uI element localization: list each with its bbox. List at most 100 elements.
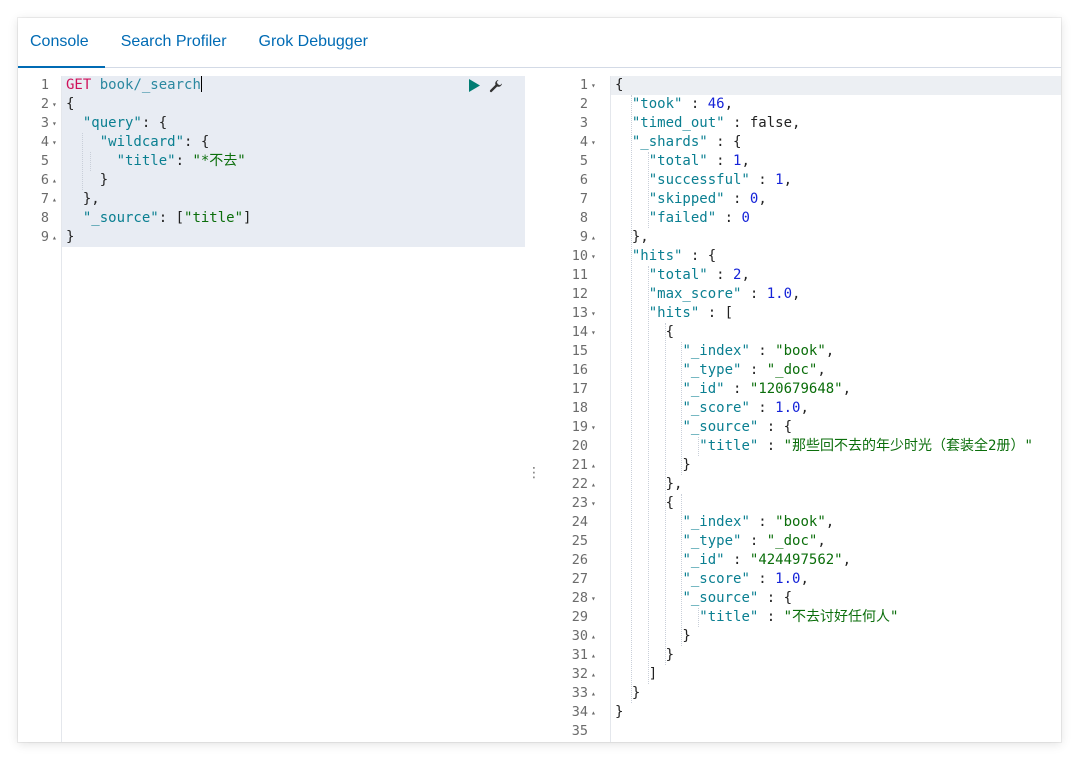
response-line[interactable]: "_id" : "424497562", [682,552,852,568]
fold-collapse-icon[interactable]: ▾ [591,423,596,432]
request-path: book/_search [99,77,201,93]
fold-expand-icon[interactable]: ▴ [52,195,57,204]
response-line[interactable]: "_index" : "book", [682,514,835,530]
fold-expand-icon[interactable]: ▴ [591,480,596,489]
fold-expand-icon[interactable]: ▴ [591,461,596,470]
response-code[interactable]: { "took" : 46, "timed_out" : false, "_sh… [611,76,1061,742]
response-line[interactable]: "_type" : "_doc", [682,362,826,378]
fold-expand-icon[interactable]: ▴ [591,670,596,679]
line-number: 8 [579,210,588,226]
response-line[interactable]: "took" : 46, [631,96,734,112]
request-selection [62,76,525,247]
request-line[interactable]: } [66,172,109,188]
response-line[interactable]: "_score" : 1.0, [682,400,809,416]
fold-collapse-icon[interactable]: ▾ [591,138,596,147]
response-active-line [611,76,1061,95]
fold-expand-icon[interactable]: ▴ [52,176,57,185]
line-number: 29 [571,609,588,625]
pane-resize-handle[interactable]: ⋮ [527,465,541,481]
request-line[interactable]: "wildcard": { [99,134,210,150]
request-line[interactable]: "query": { [82,115,168,131]
fold-collapse-icon[interactable]: ▾ [591,252,596,261]
response-line[interactable]: "_type" : "_doc", [682,533,826,549]
response-line[interactable]: { [615,495,675,511]
line-number: 31 [571,647,588,663]
line-number: 17 [571,381,588,397]
line-number: 7 [40,191,49,207]
response-line[interactable]: "title" : "那些回不去的年少时光（套装全2册）" [699,438,1033,454]
line-number: 24 [571,514,588,530]
response-line[interactable]: "failed" : 0 [648,210,750,226]
fold-collapse-icon[interactable]: ▾ [52,138,57,147]
response-line[interactable]: } [615,704,624,720]
response-line[interactable]: "successful" : 1, [648,172,793,188]
response-line[interactable]: } [615,685,641,701]
response-line[interactable]: "skipped" : 0, [648,191,767,207]
fold-collapse-icon[interactable]: ▾ [591,328,596,337]
request-code[interactable]: GET book/_search { "query": { "wildcard"… [62,76,525,742]
wrench-icon[interactable] [489,79,503,97]
line-number: 34 [571,704,588,720]
response-line[interactable]: "_source" : { [682,590,793,606]
fold-collapse-icon[interactable]: ▾ [591,81,596,90]
request-line[interactable]: "title": "*不去" [116,153,246,169]
line-number: 27 [571,571,588,587]
request-line[interactable]: }, [66,191,100,207]
tab-console[interactable]: Console [18,18,105,68]
fold-collapse-icon[interactable]: ▾ [591,309,596,318]
response-line[interactable]: }, [615,476,683,492]
response-line[interactable]: "hits" : { [631,248,717,264]
response-line[interactable]: } [615,647,675,663]
line-number: 5 [40,153,49,169]
fold-collapse-icon[interactable]: ▾ [52,100,57,109]
line-number: 3 [40,115,49,131]
fold-collapse-icon[interactable]: ▾ [591,499,596,508]
line-number: 15 [571,343,588,359]
response-line[interactable]: "title" : "不去讨好任何人" [699,609,899,625]
fold-expand-icon[interactable]: ▴ [591,708,596,717]
fold-expand-icon[interactable]: ▴ [52,233,57,242]
line-number: 4 [579,134,588,150]
run-icon[interactable] [468,79,481,96]
tab-grok-debugger[interactable]: Grok Debugger [258,33,368,50]
fold-expand-icon[interactable]: ▴ [591,689,596,698]
line-number: 9 [579,229,588,245]
request-method: GET [66,77,92,93]
response-line[interactable]: }, [615,229,649,245]
fold-expand-icon[interactable]: ▴ [591,632,596,641]
fold-collapse-icon[interactable]: ▾ [591,594,596,603]
response-line[interactable]: "_score" : 1.0, [682,571,809,587]
indent-guide [647,266,649,684]
response-line[interactable]: "hits" : [ [648,305,734,321]
response-line[interactable]: ] [615,666,658,682]
response-line[interactable]: "timed_out" : false, [631,115,801,131]
fold-collapse-icon[interactable]: ▾ [52,119,57,128]
response-line[interactable]: { [615,77,624,93]
response-line[interactable]: "max_score" : 1.0, [648,286,801,302]
response-line[interactable]: "_id" : "120679648", [682,381,852,397]
tab-search-profiler[interactable]: Search Profiler [120,33,227,50]
request-line[interactable]: } [66,229,75,245]
indent-guide [664,323,666,665]
response-line[interactable]: } [615,457,691,473]
response-line[interactable]: "total" : 2, [648,267,750,283]
fold-expand-icon[interactable]: ▴ [591,651,596,660]
request-line[interactable]: { [66,96,75,112]
response-line[interactable]: { [615,324,675,340]
line-number: 9 [40,229,49,245]
fold-expand-icon[interactable]: ▴ [591,233,596,242]
response-line[interactable]: "_shards" : { [631,134,742,150]
response-line[interactable]: "_index" : "book", [682,343,835,359]
request-line-1[interactable]: GET book/_search [62,76,525,95]
response-line[interactable]: } [615,628,691,644]
response-line[interactable] [611,722,1061,741]
line-number: 10 [571,248,588,264]
response-line[interactable]: "_source" : { [682,419,793,435]
text-cursor [200,76,203,92]
request-line[interactable]: "_source": ["title"] [82,210,252,226]
response-line[interactable]: "total" : 1, [648,153,750,169]
